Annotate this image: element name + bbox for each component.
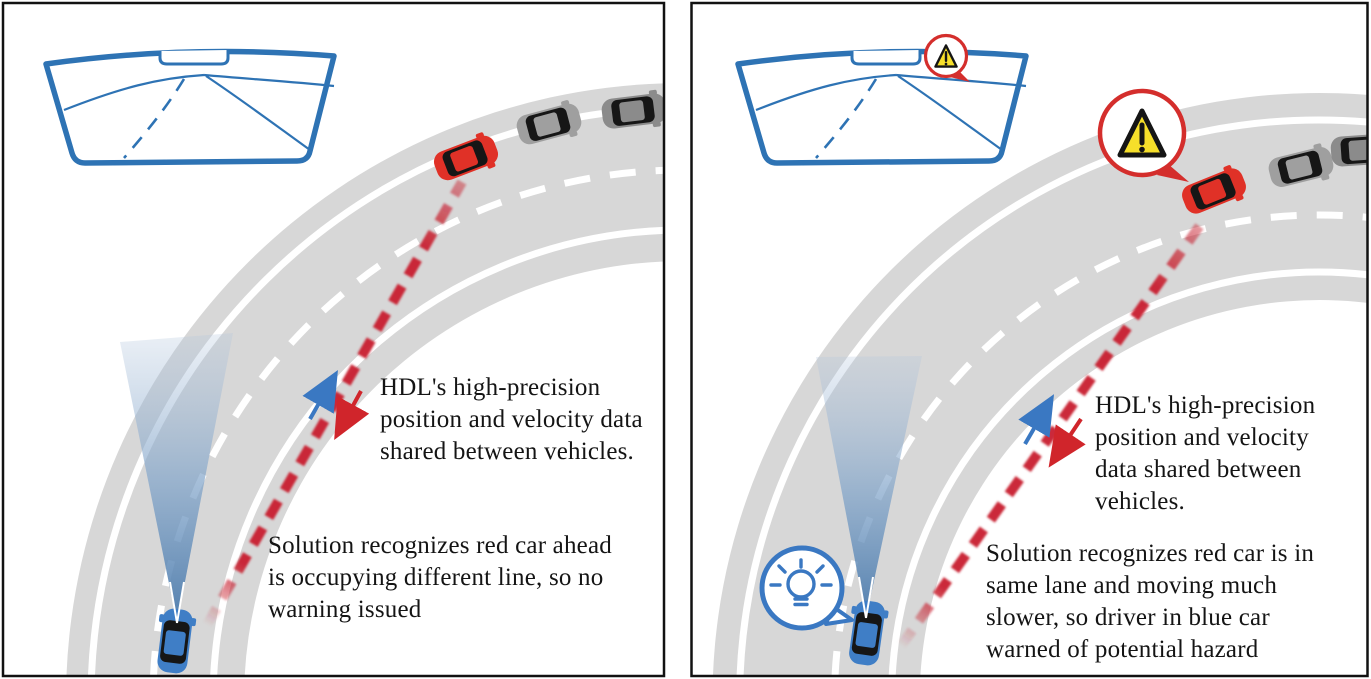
- red-down-arrow-icon: [1048, 417, 1086, 468]
- windshield-icon: [738, 50, 1026, 163]
- sensor-cone: [816, 356, 922, 618]
- solution-note: Solution recognizes red car ahead is occ…: [268, 532, 612, 623]
- panel-no-warning: [46, 50, 664, 676]
- warning-triangle-icon: [923, 33, 970, 82]
- sensor-origin-v: [169, 581, 185, 624]
- right-panel-border: [690, 1, 1369, 678]
- inner-lane-line: [888, 268, 1368, 676]
- dashed-center-line: [831, 211, 1368, 676]
- hdl-data-note: HDL's high-precision position and veloci…: [380, 374, 643, 465]
- warning-triangle-icon: [1097, 88, 1189, 182]
- data-exchange-arrows: [1018, 394, 1086, 468]
- panel-warning: [712, 33, 1368, 676]
- solution-note: Solution recognizes red car is in same l…: [986, 540, 1315, 663]
- sensor-origin-v: [858, 576, 874, 619]
- sensor-cone: [120, 333, 233, 623]
- outer-lane-line: [736, 116, 1368, 676]
- windshield-icon: [46, 50, 334, 163]
- hdl-data-note: HDL's high-precision position and veloci…: [1095, 392, 1316, 515]
- lightbulb-icon: [759, 545, 854, 631]
- red-down-arrow-icon: [334, 390, 370, 441]
- data-exchange-arrows: [302, 370, 370, 441]
- left-panel-border: [1, 1, 666, 678]
- blue-up-arrow-icon: [302, 370, 338, 420]
- blue-up-arrow-icon: [1018, 394, 1055, 446]
